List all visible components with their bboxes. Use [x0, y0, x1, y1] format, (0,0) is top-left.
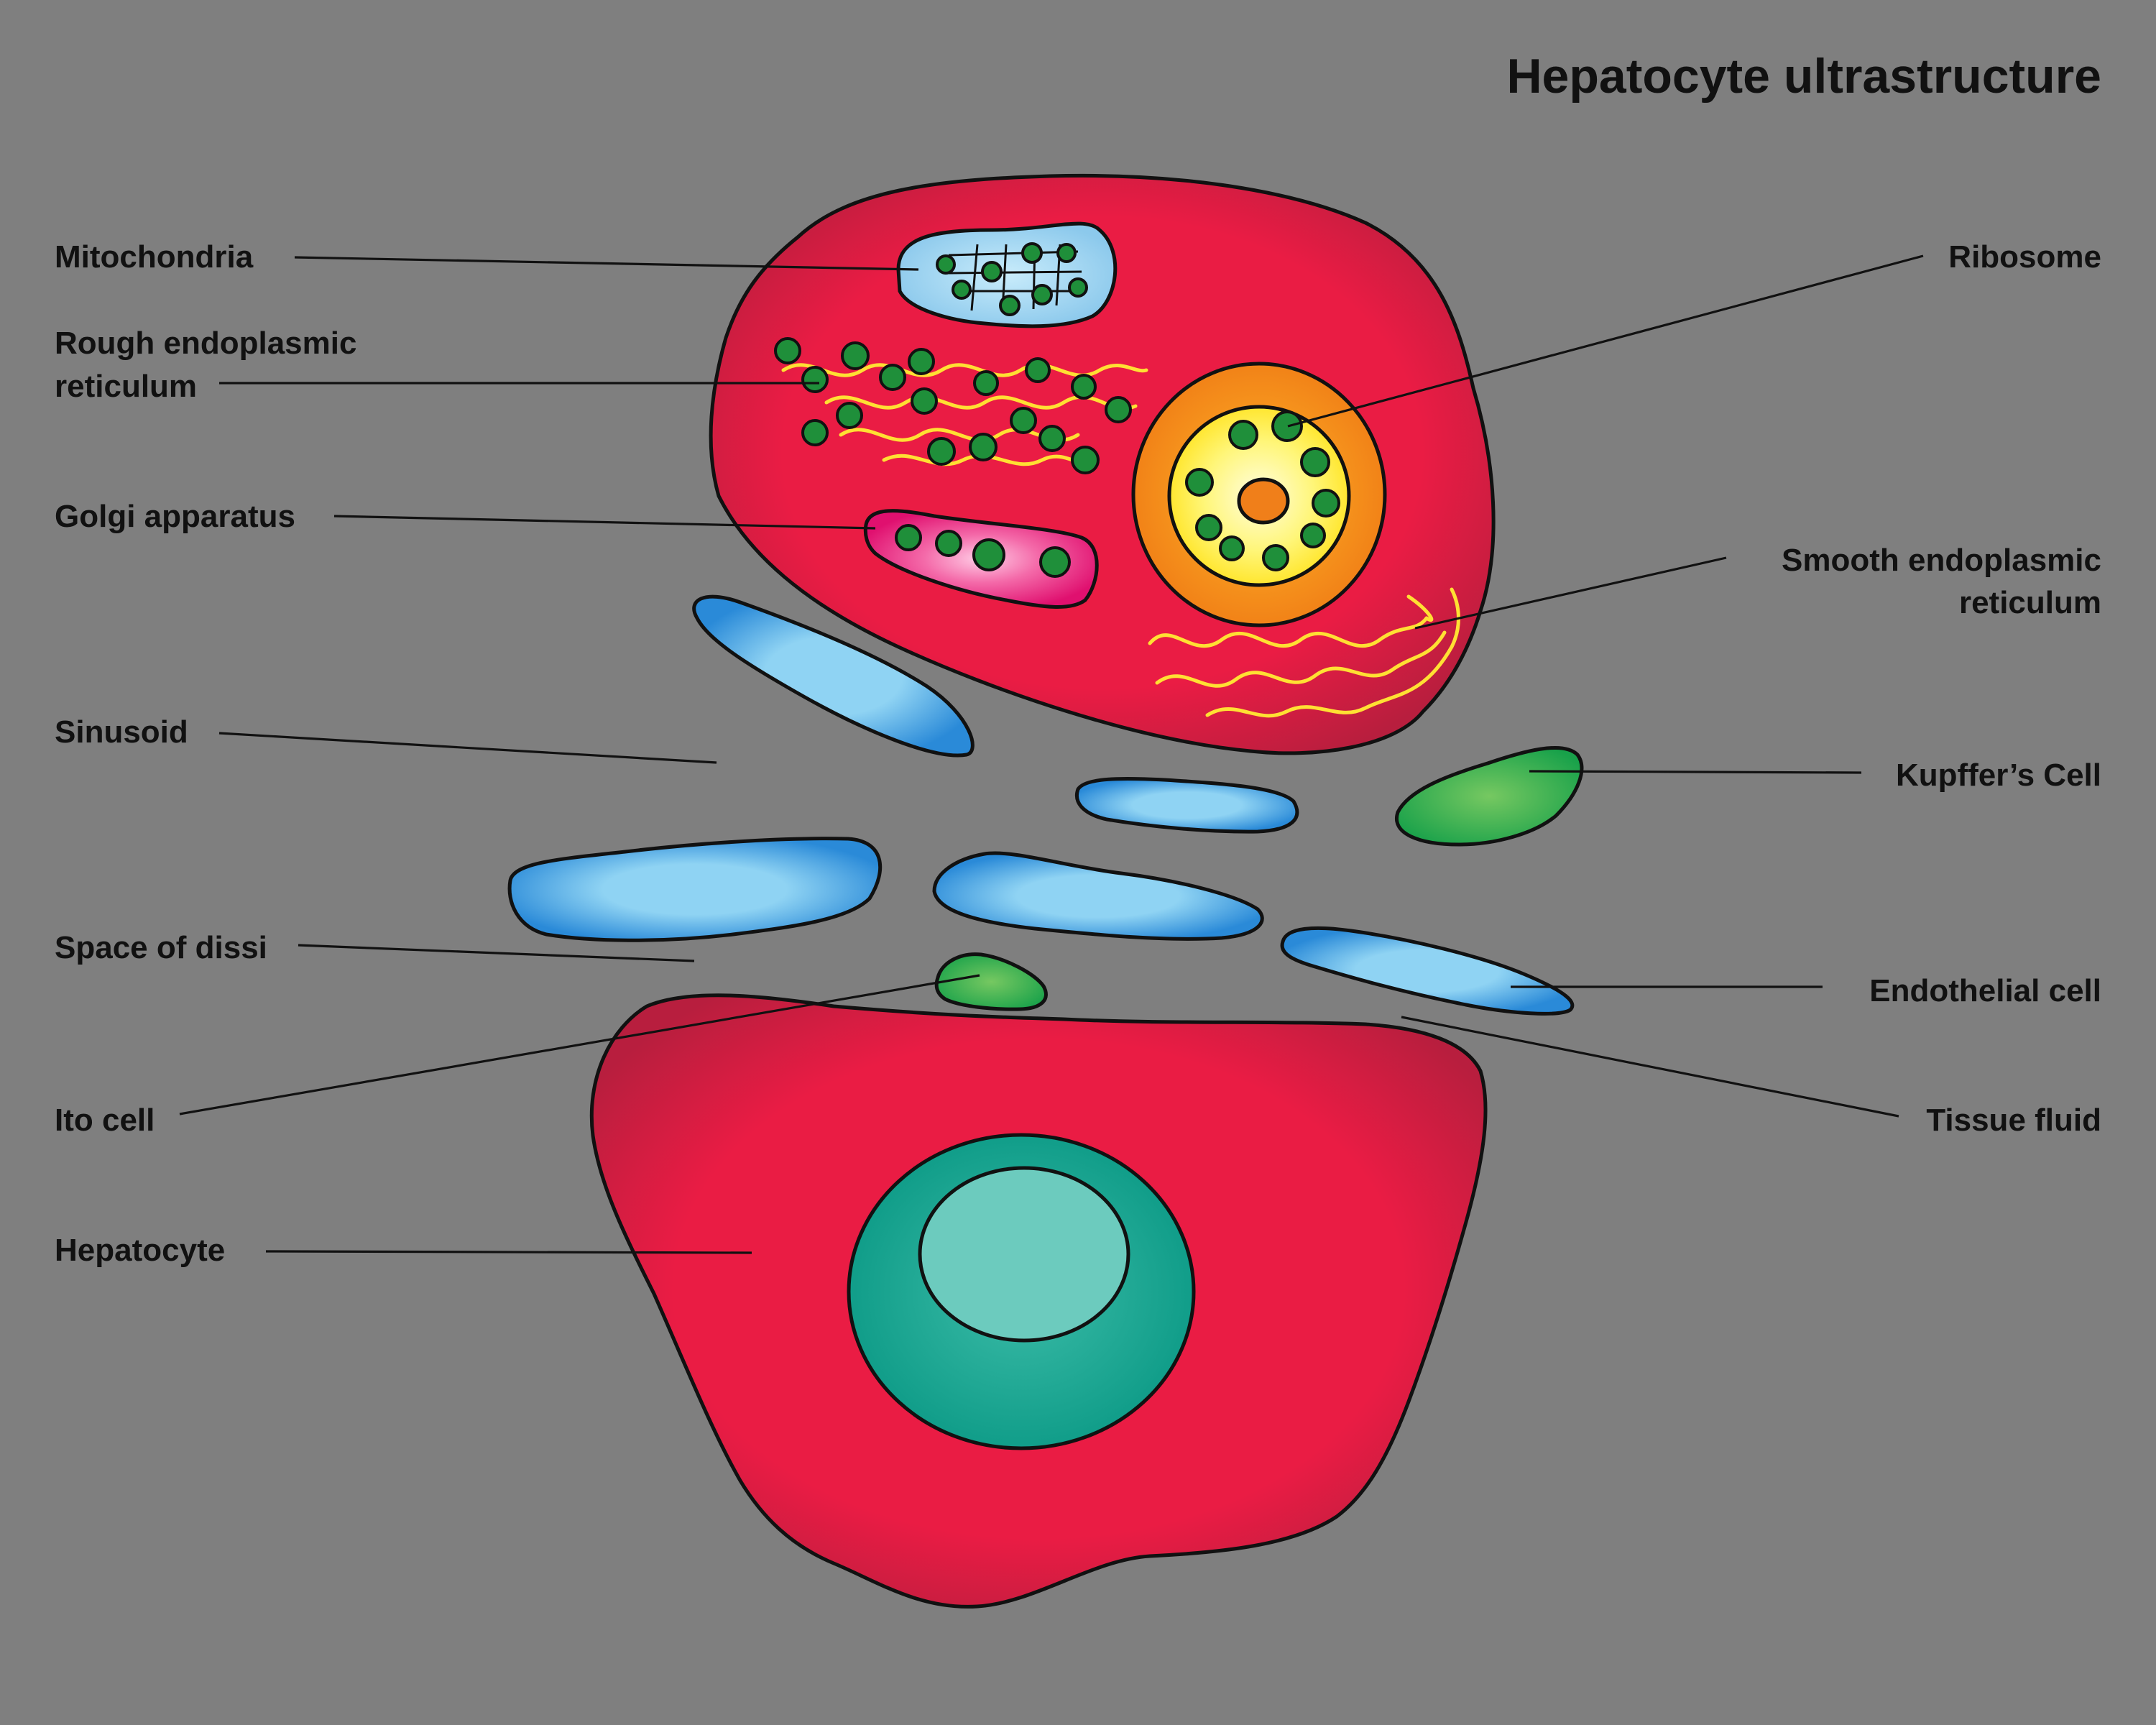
ribosome-dot — [801, 366, 829, 393]
label-kupffer-cell: Kupffer’s Cell — [1895, 758, 2101, 793]
smooth-er — [1148, 587, 1460, 718]
nucleus-ribosome — [1228, 420, 1258, 450]
endothelial-cell-right — [1280, 926, 1575, 1016]
leader-ribosome — [1287, 254, 1924, 428]
endothelial-cell-middle-small — [1075, 776, 1299, 834]
golgi-apparatus — [863, 509, 1099, 609]
endothelial-cell-left — [507, 837, 883, 942]
diagram-title: Hepatocyte ultrastructure — [1506, 49, 2101, 104]
label-space-of-dissi: Space of dissi — [55, 930, 267, 965]
label-golgi: Golgi apparatus — [55, 499, 295, 534]
ribosome-dot — [801, 419, 829, 446]
leader-hepatocyte — [265, 1250, 752, 1254]
rough-er-membrane — [781, 363, 1148, 377]
rough-er — [774, 337, 1148, 474]
lower-hepatocyte — [589, 993, 1488, 1609]
nucleus-ribosome — [1300, 523, 1326, 548]
rough-er-membrane — [882, 454, 1095, 466]
label-sinusoid: Sinusoid — [55, 714, 188, 750]
golgi-vesicle — [935, 530, 962, 557]
label-tissue-fluid: Tissue fluid — [1926, 1103, 2101, 1138]
ribosome-dot — [973, 370, 999, 396]
nucleus-ribosome — [1262, 544, 1289, 571]
endothelial-cells — [507, 594, 1575, 1016]
rough-er-membrane — [839, 428, 1080, 442]
ribosome-dot — [1071, 374, 1097, 400]
upper-nucleus — [1131, 362, 1387, 627]
leader-kupffer — [1529, 770, 1862, 774]
lower-nucleolus — [918, 1166, 1130, 1343]
nucleolus — [1237, 477, 1290, 525]
nucleus-ribosome — [1312, 489, 1340, 518]
golgi-vesicle — [972, 538, 1005, 571]
nucleus-ribosome — [1300, 447, 1330, 477]
ribosome-dot — [1105, 396, 1132, 423]
label-smooth-er-line1: Smooth endoplasmic — [1782, 543, 2101, 578]
leader-golgi — [333, 515, 876, 530]
mitochondrion-granule — [981, 261, 1003, 282]
label-hepatocyte: Hepatocyte — [55, 1233, 226, 1268]
nucleus-ribosome — [1185, 468, 1214, 497]
mitochondrion-granule — [936, 254, 956, 275]
ito-cell — [934, 952, 1048, 1011]
leader-tissue-fluid — [1401, 1016, 1899, 1118]
ribosome-dot — [911, 387, 938, 415]
leader-lines — [179, 254, 1924, 1254]
label-ito-cell: Ito cell — [55, 1103, 155, 1138]
smooth-er-membrane — [1148, 616, 1429, 648]
endothelial-cell-center — [932, 851, 1264, 941]
ribosome-dot — [1038, 425, 1066, 452]
ribosome-dot — [841, 341, 870, 370]
leader-mitochondria — [294, 256, 919, 271]
label-endothelial-cell: Endothelial cell — [1869, 973, 2101, 1008]
mitochondrion-granule — [1031, 284, 1053, 305]
nucleus-ribosome — [1271, 410, 1303, 442]
leader-smooth-er — [1414, 556, 1727, 630]
mitochondrion — [896, 221, 1118, 328]
smooth-er-membrane — [1406, 594, 1434, 622]
leader-sinusoid — [218, 732, 717, 764]
nucleus-ribosome — [1219, 535, 1245, 561]
endothelial-cell-upper-left — [692, 594, 975, 758]
ribosome-dot — [908, 348, 935, 375]
smooth-er-membrane — [1205, 587, 1460, 718]
upper-hepatocyte — [709, 173, 1496, 755]
smooth-er-membrane — [1155, 630, 1447, 688]
rough-er-ribosomes — [774, 337, 1132, 474]
ribosome-dot — [774, 337, 801, 364]
kupffer-cell — [1395, 745, 1584, 847]
mitochondrion-granule — [1021, 242, 1043, 264]
label-rough-er-line1: Rough endoplasmic — [55, 326, 357, 361]
ribosome-dot — [969, 433, 998, 461]
mitochondrion-granule — [1068, 277, 1088, 298]
ribosome-dot — [1010, 407, 1037, 434]
ribosome-dot — [1025, 357, 1051, 383]
leader-space-of-dissi — [298, 944, 695, 962]
nucleus-ribosome — [1195, 514, 1222, 541]
ribosome-dot — [927, 437, 956, 466]
leader-ito-cell — [179, 974, 980, 1116]
ribosome-dot — [879, 364, 906, 391]
golgi-vesicle — [1039, 546, 1071, 578]
mitochondrion-granule — [952, 280, 972, 300]
ribosome-dot — [836, 402, 863, 429]
label-smooth-er-line2: reticulum — [1958, 585, 2101, 620]
golgi-vesicle — [895, 524, 922, 551]
label-mitochondria: Mitochondria — [55, 239, 254, 275]
ribosome-dot — [1071, 446, 1100, 474]
label-rough-er-line2: reticulum — [55, 369, 198, 404]
label-ribosome: Ribosome — [1948, 239, 2101, 275]
mitochondrion-granule — [1056, 243, 1077, 263]
mitochondrion-granule — [999, 295, 1021, 316]
